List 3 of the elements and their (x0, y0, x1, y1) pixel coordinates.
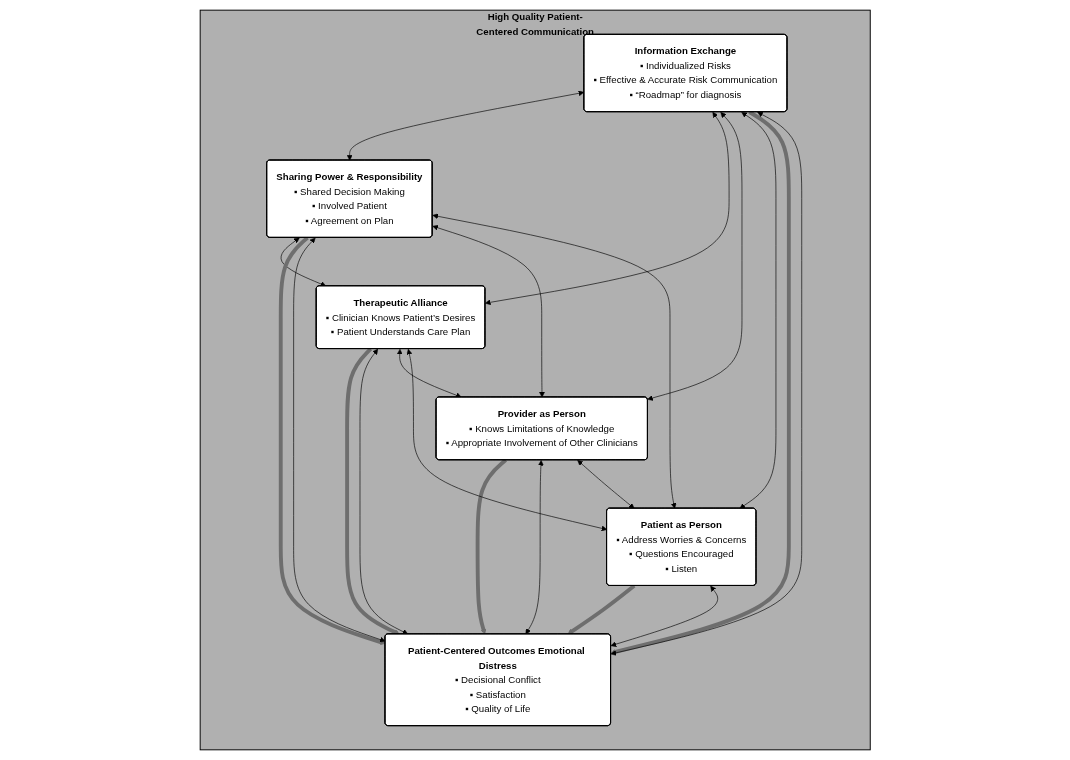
arrow (344, 347, 400, 635)
arrow (567, 584, 636, 635)
arrow (475, 458, 507, 635)
